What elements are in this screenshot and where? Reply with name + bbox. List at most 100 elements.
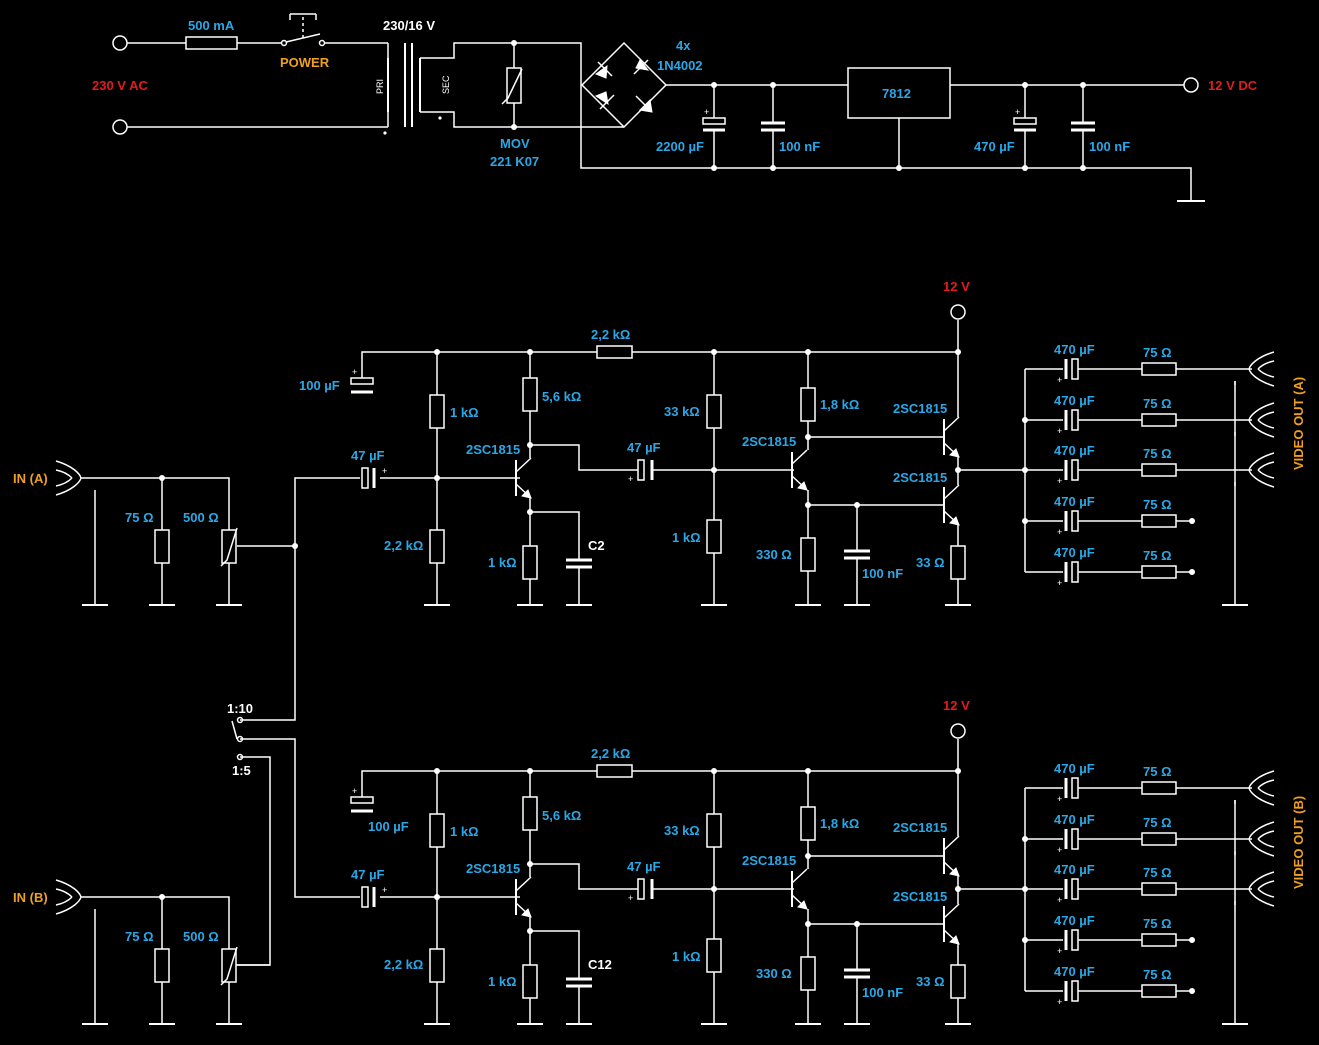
rca-jack: [1248, 452, 1275, 488]
feedback-resistor: [596, 764, 633, 778]
bias-resistor-1k-label: 1 kΩ: [672, 949, 701, 964]
unused-output-point: [1189, 518, 1195, 524]
output-resistor-label: 75 Ω: [1143, 764, 1172, 779]
bias-resistor-33k: [706, 813, 722, 848]
collector-resistor-q1-label: 5,6 kΩ: [542, 389, 581, 404]
output-resistor: [1141, 565, 1177, 579]
svg-text:+: +: [704, 107, 709, 117]
decoupling-capacitor: [350, 796, 374, 804]
power-supply: 230 V AC 500 mA POWER PRI: [92, 13, 1258, 202]
transistor-q3-label: 2SC1815: [893, 401, 947, 416]
svg-text:+: +: [1057, 997, 1062, 1007]
selector-label-b: 1:5: [232, 763, 251, 778]
bias-resistor-33k-label: 33 kΩ: [664, 404, 700, 419]
mov-label-2: 221 K07: [490, 154, 539, 169]
svg-text:+: +: [1057, 578, 1062, 588]
output-capacitor-label: 470 µF: [1054, 964, 1095, 979]
terminating-resistor: [154, 529, 170, 564]
emitter-capacitor-label: C2: [588, 538, 605, 553]
fuse: [185, 36, 238, 50]
output-resistor-label: 75 Ω: [1143, 548, 1172, 563]
decoupling-capacitor: [350, 377, 374, 385]
output-resistor: [1141, 984, 1177, 998]
bias-resistor-upper: [429, 394, 445, 429]
coupling-capacitor-mid: [637, 878, 645, 900]
svg-text:+: +: [1057, 375, 1062, 385]
cap-100n-2-label: 100 nF: [1089, 139, 1130, 154]
rca-jack: [1248, 770, 1275, 806]
capacitor-100nf-2: [1071, 85, 1095, 168]
primary-label: PRI: [375, 79, 385, 94]
potentiometer-label: 500 Ω: [183, 929, 219, 944]
svg-text:+: +: [382, 466, 387, 476]
terminating-resistor-label: 75 Ω: [125, 510, 154, 525]
output-resistor-label: 75 Ω: [1143, 815, 1172, 830]
input-label: IN (A): [13, 471, 48, 486]
output-capacitor-label: 470 µF: [1054, 862, 1095, 877]
bias-resistor-1k: [706, 938, 722, 973]
bias-resistor-upper: [429, 813, 445, 848]
transistor-q4: [943, 903, 960, 945]
output-capacitor-label: 470 µF: [1054, 545, 1095, 560]
bias-resistor-upper-label: 1 kΩ: [450, 405, 479, 420]
transistor-q4: [943, 484, 960, 526]
emitter-resistor-q2-label: 330 Ω: [756, 966, 792, 981]
collector-resistor-q1: [522, 377, 538, 412]
emitter-resistor-q1-label: 1 kΩ: [488, 555, 517, 570]
switch-label: POWER: [280, 55, 330, 70]
output-capacitor-label: 470 µF: [1054, 913, 1095, 928]
capacitor-470uf-supply: +: [1013, 85, 1037, 168]
output-resistor: [1141, 882, 1177, 896]
output-resistor: [1141, 362, 1177, 376]
output-resistor-label: 75 Ω: [1143, 916, 1172, 931]
output-resistor-label: 75 Ω: [1143, 446, 1172, 461]
gain-potentiometer: [221, 948, 237, 983]
bridge-label-2: 1N4002: [657, 58, 703, 73]
bias-resistor-lower: [429, 948, 445, 983]
output-resistor: [1141, 933, 1177, 947]
decoupling-capacitor-label: 100 µF: [368, 819, 409, 834]
transistor-q3: [943, 835, 960, 877]
transformer: [383, 43, 442, 135]
output-resistor: [1141, 413, 1177, 427]
bridge-label-1: 4x: [676, 38, 691, 53]
terminating-resistor-label: 75 Ω: [125, 929, 154, 944]
supply-label: 12 V: [943, 279, 970, 294]
cap-2200-label: 2200 µF: [656, 139, 704, 154]
collector-resistor-q2: [800, 387, 816, 422]
emitter-resistor-q4: [950, 545, 966, 580]
emitter-resistor-q1: [522, 545, 538, 580]
bias-resistor-lower-label: 2,2 kΩ: [384, 538, 423, 553]
regulator-label: 7812: [882, 86, 911, 101]
feedback-resistor-label: 2,2 kΩ: [591, 327, 630, 342]
supply-label: 12 V: [943, 698, 970, 713]
output-resistor-label: 75 Ω: [1143, 396, 1172, 411]
output-resistor-label: 75 Ω: [1143, 865, 1172, 880]
supply-terminal: [950, 304, 966, 320]
emitter-resistor-q2: [800, 956, 816, 991]
coupling-capacitor-in-label: 47 µF: [351, 867, 385, 882]
bias-resistor-upper-label: 1 kΩ: [450, 824, 479, 839]
ac-input-label: 230 V AC: [92, 78, 148, 93]
coupling-capacitor-in: [361, 467, 376, 489]
svg-text:+: +: [1057, 946, 1062, 956]
collector-resistor-q2: [800, 806, 816, 841]
transistor-q2-label: 2SC1815: [742, 434, 796, 449]
transistor-q2-label: 2SC1815: [742, 853, 796, 868]
output-resistor-label: 75 Ω: [1143, 967, 1172, 982]
cap-470-label: 470 µF: [974, 139, 1015, 154]
rca-jack: [55, 460, 82, 496]
bias-resistor-1k-label: 1 kΩ: [672, 530, 701, 545]
emitter-resistor-q2: [800, 537, 816, 572]
svg-text:+: +: [352, 786, 357, 796]
rca-jack: [1248, 402, 1275, 438]
bias-resistor-33k-label: 33 kΩ: [664, 823, 700, 838]
feedback-resistor-label: 2,2 kΩ: [591, 746, 630, 761]
output-capacitor-label: 470 µF: [1054, 443, 1095, 458]
transistor-q2: [791, 868, 808, 910]
transformer-label: 230/16 V: [383, 18, 435, 33]
